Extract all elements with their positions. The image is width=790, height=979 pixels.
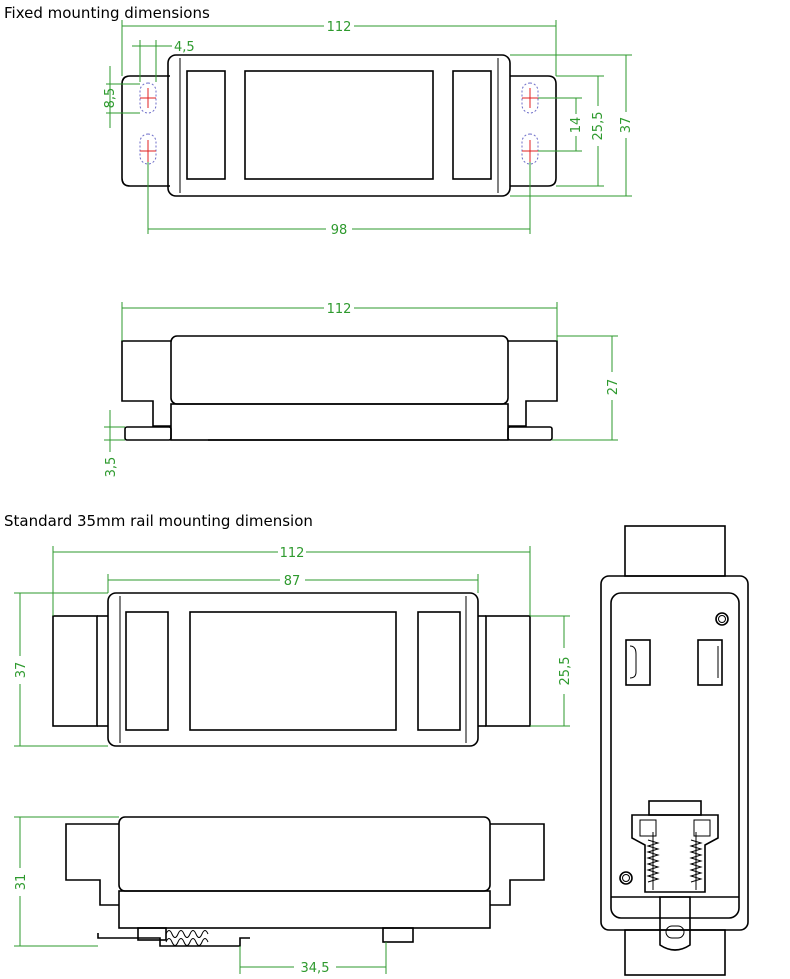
slot-top-right bbox=[521, 82, 539, 114]
side-right-tab bbox=[508, 340, 558, 427]
dim-fixed-side-width: 112 bbox=[327, 302, 352, 317]
dim-rail-total-height: 37 bbox=[14, 662, 29, 679]
dim-rail-side-height: 31 bbox=[14, 874, 29, 891]
slot-bottom-left bbox=[139, 133, 157, 165]
back-pull-tab bbox=[659, 896, 691, 951]
dim-fixed-ear-height: 25,5 bbox=[591, 112, 606, 141]
side-left-foot bbox=[124, 426, 172, 441]
dim-fixed-side-height: 27 bbox=[606, 379, 621, 396]
back-clip-frame bbox=[631, 814, 719, 893]
back-hole-top bbox=[715, 612, 729, 626]
back-hole-bottom bbox=[619, 871, 633, 885]
slot-bottom-right bbox=[521, 133, 539, 165]
rail-mounting-title: Standard 35mm rail mounting dimension bbox=[4, 512, 313, 530]
dim-fixed-base-thickness: 3,5 bbox=[104, 457, 119, 478]
back-hook-left bbox=[625, 639, 651, 686]
fixed-side-view: 112 27 3,5 bbox=[104, 302, 621, 477]
dim-rail-body-width: 87 bbox=[284, 574, 301, 589]
fixed-right-window bbox=[452, 70, 492, 180]
rail-top-view: 112 87 37 25,5 bbox=[14, 546, 573, 747]
side-body-top bbox=[170, 335, 509, 405]
back-inner-panel bbox=[610, 592, 740, 919]
dim-fixed-hole-spacing-v: 14 bbox=[569, 117, 584, 134]
rail-clip bbox=[97, 933, 250, 947]
rail-clip-hook bbox=[382, 927, 414, 943]
fixed-top-view: 112 4,5 8,5 14 25,5 37 98 bbox=[103, 20, 634, 238]
back-spring-left bbox=[646, 839, 660, 883]
fixed-right-ear bbox=[510, 75, 557, 187]
fixed-left-ear bbox=[121, 75, 170, 187]
rail-left-ear bbox=[52, 615, 98, 727]
rail-left-window bbox=[125, 611, 169, 731]
dim-fixed-total-height: 37 bbox=[619, 117, 634, 134]
fixed-body bbox=[167, 54, 511, 197]
back-spring-right bbox=[689, 839, 703, 883]
rail-side-view: 31 34,5 bbox=[14, 816, 545, 976]
side-left-tab bbox=[121, 340, 171, 427]
dim-fixed-hole-spacing-h: 98 bbox=[331, 223, 348, 238]
dim-rail-top-width: 112 bbox=[280, 546, 305, 561]
rail-side-body-top bbox=[118, 816, 491, 892]
side-body-bottom bbox=[170, 403, 509, 441]
dim-fixed-ear-offset: 4,5 bbox=[174, 40, 195, 55]
rail-right-ear bbox=[485, 615, 531, 727]
fixed-center-window bbox=[244, 70, 434, 180]
back-pull-tab-slot bbox=[665, 925, 685, 939]
slot-top-left bbox=[139, 82, 157, 114]
dim-rail-clip-width: 34,5 bbox=[301, 961, 330, 976]
dim-rail-ear-height: 25,5 bbox=[558, 657, 573, 686]
dim-fixed-slot-height: 8,5 bbox=[103, 88, 118, 109]
rail-side-right-tab bbox=[490, 823, 545, 906]
back-hook-right bbox=[697, 639, 723, 686]
back-clip-top bbox=[648, 800, 702, 816]
din-rail-bottom bbox=[624, 929, 726, 976]
rail-right-window bbox=[417, 611, 461, 731]
rail-center-window bbox=[189, 611, 397, 731]
rail-clip-spring bbox=[165, 930, 209, 938]
rail-side-body-bottom bbox=[118, 890, 491, 929]
side-right-foot bbox=[507, 426, 553, 441]
rail-side-left-tab bbox=[65, 823, 119, 906]
fixed-left-window bbox=[186, 70, 226, 180]
din-rail-top bbox=[624, 525, 726, 577]
rail-body bbox=[107, 592, 479, 747]
back-housing bbox=[600, 575, 749, 931]
fixed-mounting-title: Fixed mounting dimensions bbox=[4, 4, 210, 22]
rail-back-view bbox=[600, 525, 749, 976]
dim-fixed-top-width: 112 bbox=[327, 20, 352, 35]
